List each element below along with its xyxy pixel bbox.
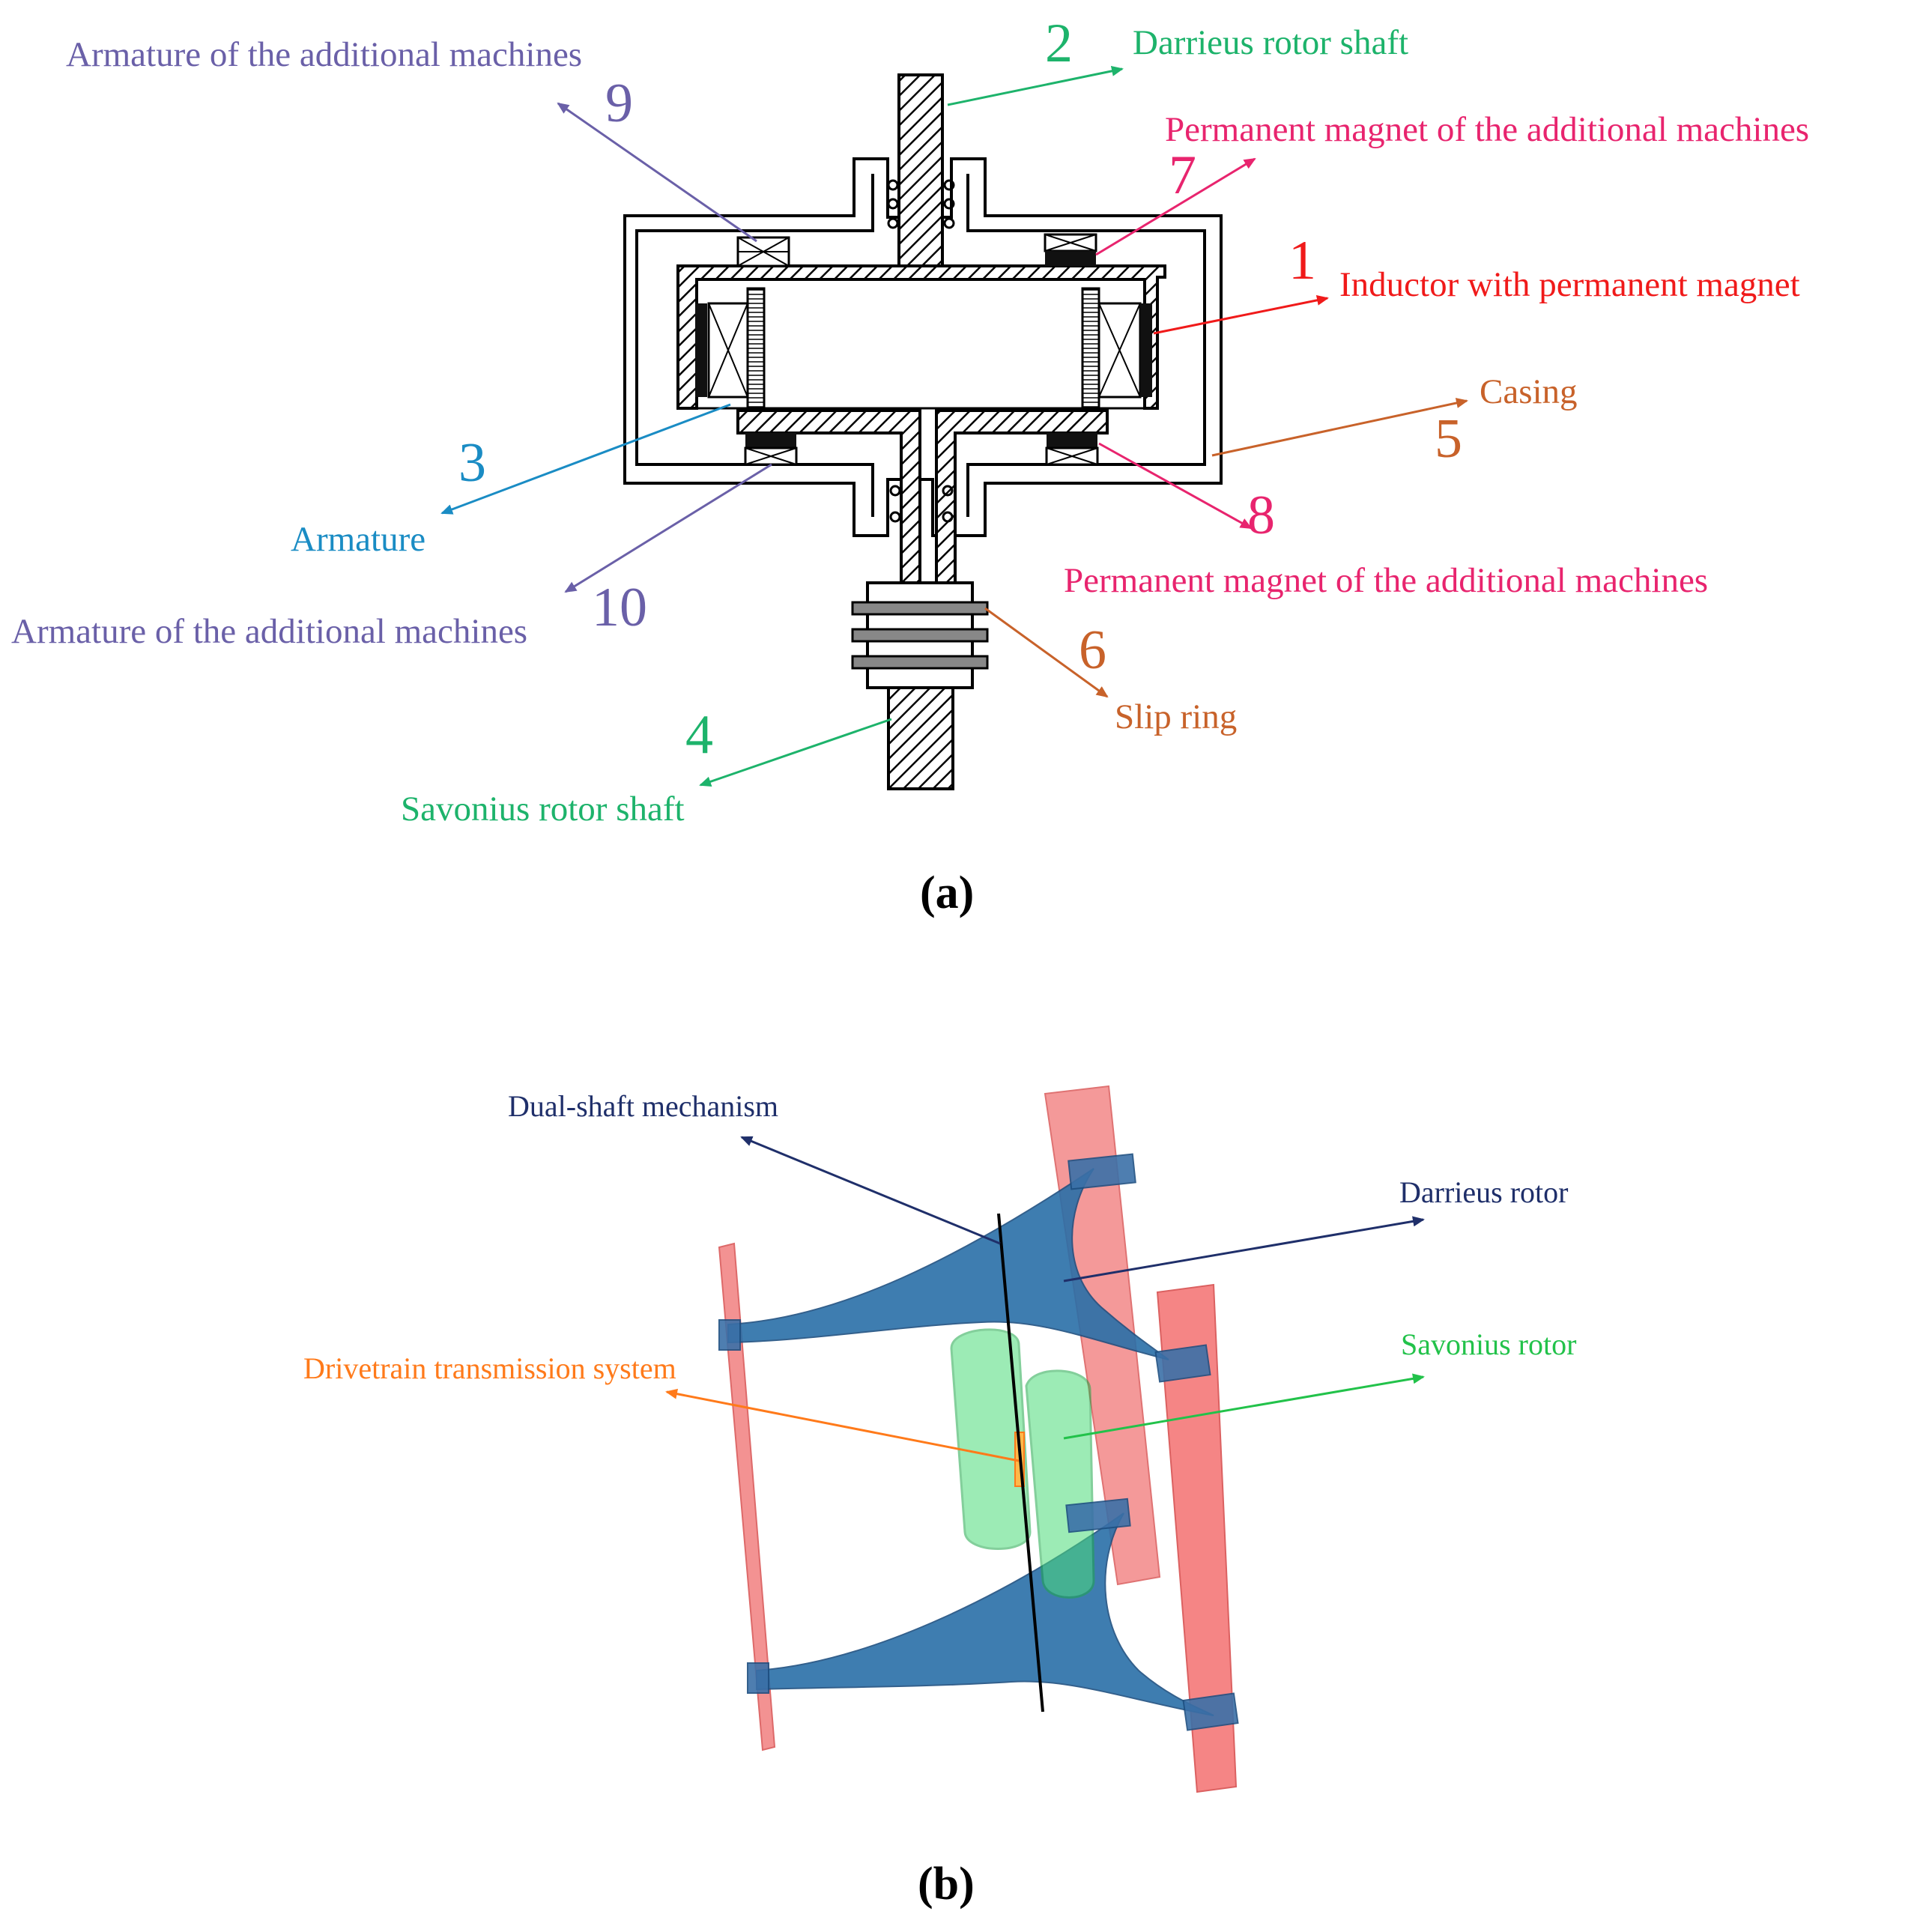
leader-pm-bottom (1098, 442, 1253, 530)
savonius-shaft-body (887, 686, 954, 790)
label-darrieus-shaft: Darrieus rotor shaft (1133, 23, 1408, 62)
label-savonius-rotor: Savonius rotor (1401, 1327, 1576, 1361)
num-armature-add-bottom: 10 (592, 577, 647, 638)
dual-shaft-line (997, 1213, 1044, 1713)
panel-a-labels: 2 Darrieus rotor shaft 7 Permanent magne… (11, 13, 1809, 918)
leader-darrieus-shaft (947, 65, 1124, 106)
num-inductor: 1 (1288, 230, 1316, 291)
panel-b-leaders (665, 1136, 1425, 1462)
savonius-rotor-body (950, 1328, 1095, 1599)
leader-slip-ring (984, 607, 1109, 698)
num-armature: 3 (458, 432, 486, 494)
top-bearings (887, 179, 955, 229)
label-armature: Armature (291, 520, 426, 559)
darrieus-arm-top (727, 1168, 1169, 1360)
bottom-bearings (889, 485, 954, 523)
left-armature-assembly (695, 287, 766, 410)
leader-savonius-shaft (699, 718, 892, 787)
leader-armature-add-bottom (564, 463, 772, 593)
num-casing: 5 (1435, 408, 1462, 470)
pm-additional-top (1044, 233, 1097, 266)
pm-additional-bottom (1045, 433, 1099, 466)
leader-armature (440, 403, 731, 515)
panel-b-labels: Dual-shaft mechanism Darrieus rotor Savo… (303, 1089, 1576, 1910)
leader-dual-shaft (740, 1136, 1001, 1245)
num-pm-bottom: 8 (1247, 485, 1275, 546)
leader-darrieus-rotor (1063, 1216, 1425, 1283)
label-slip-ring: Slip ring (1115, 697, 1237, 736)
num-savonius-shaft: 4 (685, 704, 713, 766)
slip-ring-body (851, 581, 989, 689)
caption-b: (b) (918, 1859, 975, 1910)
num-darrieus-shaft: 2 (1045, 13, 1073, 74)
panel-b-rotor (718, 1085, 1239, 1793)
darrieus-shaft-body (897, 73, 944, 273)
armature-additional-bottom (744, 433, 798, 466)
label-armature-add-top: Armature of the additional machines (66, 35, 582, 74)
darrieus-arm-bottom (756, 1512, 1214, 1716)
leader-savonius-rotor (1063, 1373, 1425, 1440)
num-armature-add-top: 9 (605, 73, 633, 134)
right-inductor-assembly (1081, 287, 1152, 410)
label-armature-add-bottom: Armature of the additional machines (11, 612, 527, 651)
caption-a: (a) (920, 867, 974, 918)
label-inductor: Inductor with permanent magnet (1339, 265, 1800, 304)
blade-clamps (718, 1153, 1239, 1731)
leader-armature-add-top (557, 102, 757, 243)
panel-a-leaders (440, 65, 1468, 787)
label-pm-top: Permanent magnet of the additional machi… (1165, 110, 1809, 149)
leader-casing (1211, 398, 1468, 457)
label-casing: Casing (1480, 372, 1578, 411)
leader-drivetrain (665, 1388, 1020, 1462)
leader-inductor (1153, 294, 1329, 335)
label-savonius-shaft: Savonius rotor shaft (401, 790, 685, 829)
label-pm-bottom: Permanent magnet of the additional machi… (1064, 561, 1708, 600)
panel-a-schematic (623, 73, 1223, 790)
num-slip-ring: 6 (1079, 620, 1106, 681)
leader-pm-top (1095, 157, 1256, 256)
darrieus-blade-left (718, 1242, 776, 1751)
num-pm-top: 7 (1169, 145, 1196, 206)
armature-additional-top (736, 236, 790, 267)
label-dual-shaft: Dual-shaft mechanism (508, 1089, 778, 1123)
label-darrieus-rotor: Darrieus rotor (1399, 1175, 1568, 1209)
casing-inner (635, 174, 1206, 517)
label-drivetrain: Drivetrain transmission system (303, 1351, 676, 1385)
